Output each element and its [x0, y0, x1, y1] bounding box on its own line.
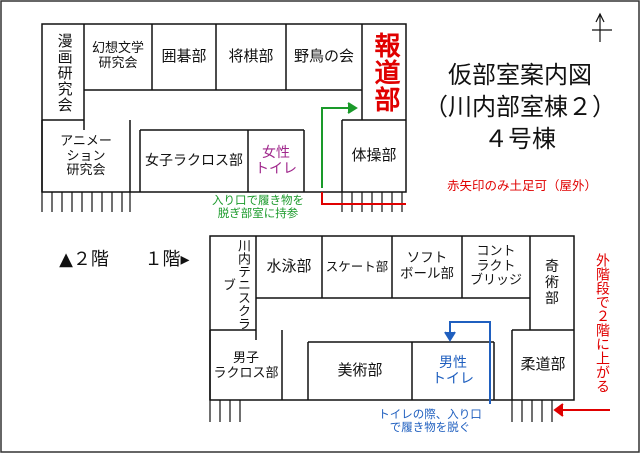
room-tennis: 川内テニスクラブ — [220, 238, 250, 330]
north-mark-icon — [592, 12, 612, 42]
room-swim: 水泳部 — [266, 257, 312, 276]
room-skate: スケート部 — [325, 258, 389, 274]
outside-stairs-note: 外階段で２階に上がる — [594, 253, 611, 393]
floor1-stairs — [209, 400, 553, 422]
title-line2: （川内部室棟２） — [424, 93, 616, 122]
red-outdoor-arrow-2f — [321, 192, 406, 205]
red-arrow-note: 赤矢印のみ土足可（屋外） — [446, 177, 597, 193]
room-toilet-m: 男性 トイレ — [432, 354, 474, 387]
room-toilet-w: 女性 トイレ — [255, 144, 297, 177]
room-lacrosse-w: 女子ラクロス部 — [145, 152, 243, 169]
room-fantasy: 幻想文学 研究会 — [91, 41, 144, 71]
green-entrance-arrow — [321, 102, 358, 188]
room-anime: アニメー ション 研究会 — [60, 133, 112, 179]
room-go: 囲碁部 — [161, 47, 207, 66]
title-line1: 仮部室案内図 — [448, 61, 592, 90]
red-outdoor-arrow-1f — [553, 403, 610, 417]
shoes-note-male: トイレの際、入り口 で履き物を脱ぐ — [378, 406, 482, 434]
room-magic: 奇 術 部 — [545, 258, 559, 308]
title-line3: ４号棟 — [484, 125, 556, 154]
floor-marker-2f: ▲２階 — [59, 248, 109, 270]
room-softball: ソフト ボール部 — [400, 250, 454, 282]
floor2-plan — [41, 23, 407, 193]
room-shogi: 将棋部 — [228, 47, 274, 66]
room-art: 美術部 — [337, 361, 383, 380]
shoes-note-female: 入り口で履き物を 脱ぎ部室に持参 — [212, 192, 304, 220]
room-birds: 野鳥の会 — [293, 47, 354, 66]
room-manga: 漫画研究会 — [55, 33, 74, 113]
floor-marker-1f: １階▸ — [144, 248, 190, 270]
room-gym: 体操部 — [351, 146, 397, 165]
blue-toilet-arrow — [444, 321, 491, 404]
room-lacrosse-m: 男子 ラクロス部 — [213, 351, 279, 381]
room-contract-bridge: コント ラクト ブリッジ — [469, 243, 522, 289]
room-press: 報道部 — [369, 31, 400, 113]
floor1-plan — [209, 235, 575, 401]
room-judo: 柔道部 — [520, 355, 566, 374]
floor2-stairs — [41, 192, 403, 212]
